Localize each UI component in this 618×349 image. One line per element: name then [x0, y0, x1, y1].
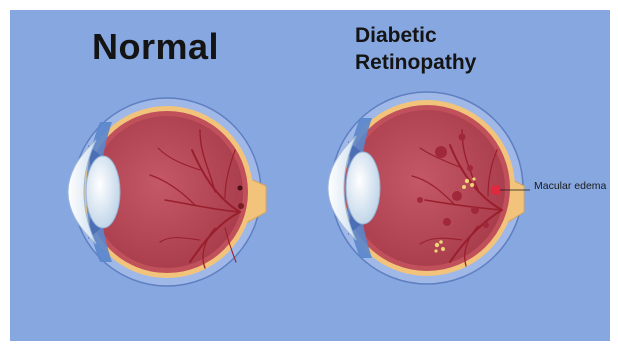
macular-edema-label: Macular edema	[534, 180, 606, 192]
normal-eye	[68, 98, 266, 286]
normal-eye-optic-disc	[238, 203, 244, 209]
dr-eye-macular-edema	[491, 185, 501, 195]
dr-eye-lens	[346, 152, 380, 224]
normal-eye-fovea	[238, 186, 243, 191]
normal-eye-lens	[86, 156, 120, 228]
diabetic-retinopathy-eye	[328, 92, 524, 284]
